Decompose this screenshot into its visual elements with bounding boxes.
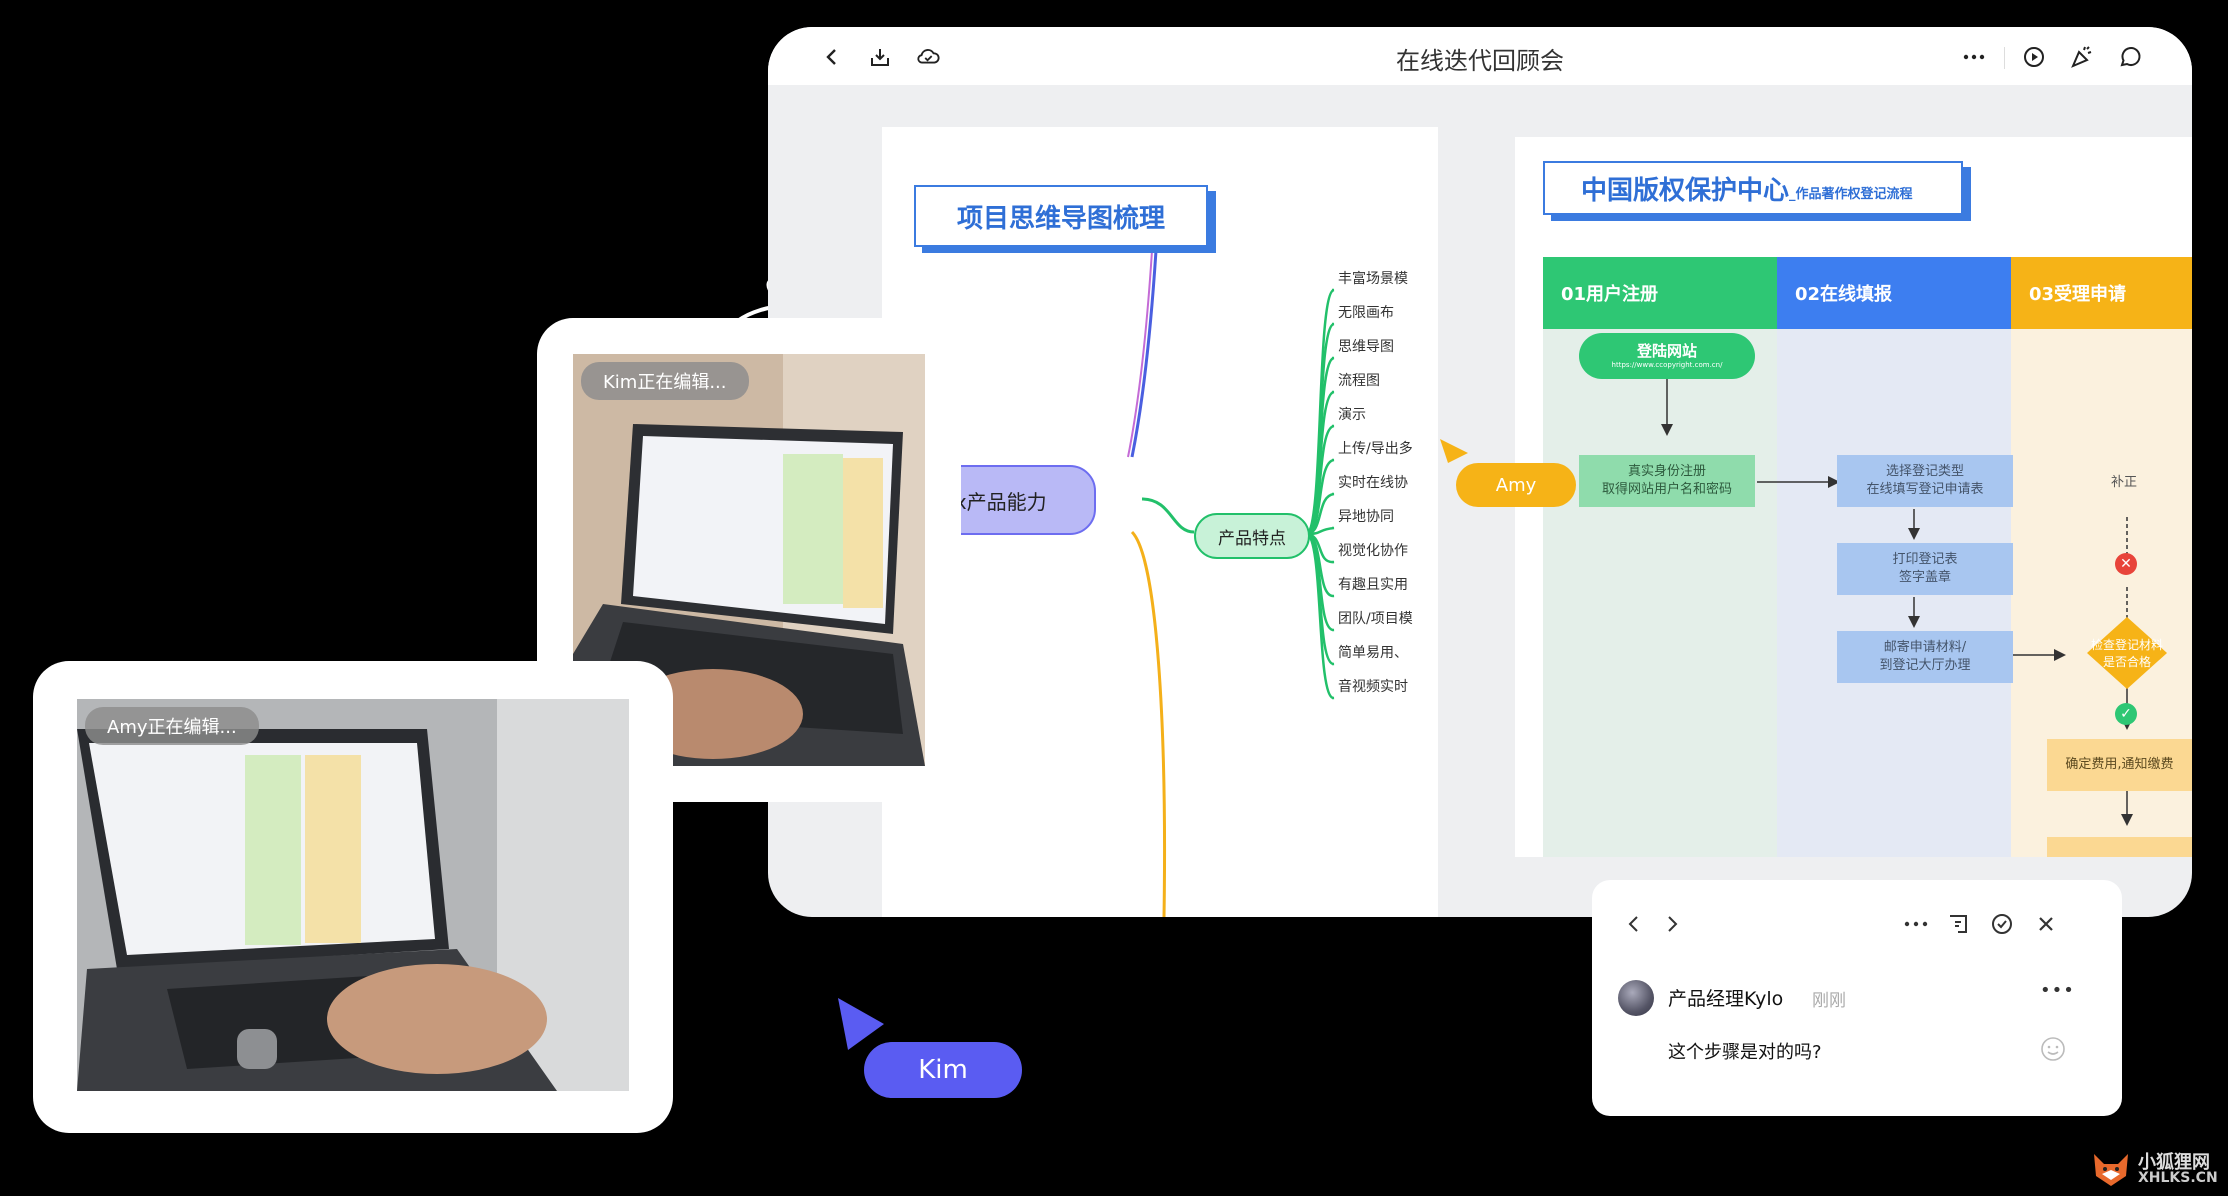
chat-icon[interactable] (2118, 45, 2142, 69)
flow-step-check[interactable]: 检查登记材料 是否合格 (2087, 637, 2167, 673)
flow-text: 是否合格 (2102, 655, 2151, 669)
lane-header-label: 01用户注册 (1561, 284, 1659, 305)
flowchart-subtitle: _作品著作权登记流程 (1789, 186, 1913, 202)
lane-header-online[interactable]: 02在线填报 (1777, 257, 2011, 329)
amy-editing-text: Amy正在编辑... (107, 717, 237, 738)
mindmap-title-text: 项目思维导图梳理 (956, 203, 1165, 234)
mindmap-branch-item[interactable]: 演示 (1338, 407, 1366, 423)
flow-text: 取得网站用户名和密码 (1601, 482, 1732, 497)
prev-comment-icon[interactable] (1620, 910, 1648, 938)
amy-editing-badge: Amy正在编辑... (85, 707, 259, 745)
fox-logo-icon (2090, 1148, 2132, 1190)
collab-app-window: 在线迭代回顾会 项目思维导图梳理 Mix产品能力 产品特点 (768, 27, 2192, 917)
flowchart-title[interactable]: 中国版权保护中心 _作品著作权登记流程 (1543, 161, 1963, 215)
flow-text: 打印登记表 (1892, 552, 1958, 567)
mindmap-branch-item[interactable]: 思维导图 (1338, 339, 1394, 355)
mindmap-center-node[interactable]: 产品特点 (1194, 513, 1310, 559)
mindmap-branch-item[interactable]: 流程图 (1338, 373, 1380, 389)
mindmap-branch-item[interactable]: 异地协同 (1338, 509, 1394, 525)
flowchart-title-text: 中国版权保护中心 (1581, 175, 1790, 206)
flow-step-fee[interactable]: 确定费用,通知缴费 (2047, 739, 2192, 791)
more-icon[interactable] (1962, 45, 1986, 69)
amy-cursor-label: Amy (1456, 463, 1576, 507)
laptop-illustration (77, 699, 629, 1091)
flow-step-login[interactable]: 登陆网站 https://www.ccopyright.com.cn/ (1579, 333, 1755, 379)
play-icon[interactable] (2022, 45, 2046, 69)
mindmap-root-node[interactable]: Mix产品能力 (932, 465, 1096, 535)
lane-header-label: 03受理申请 (2029, 284, 2127, 305)
kim-editing-badge: Kim正在编辑... (581, 362, 749, 400)
flowchart-board[interactable]: 中国版权保护中心 _作品著作权登记流程 01用户注册 02在线填报 03受理申请 (1515, 137, 2192, 857)
mindmap-branch-item[interactable]: 实时在线协 (1338, 475, 1408, 491)
comment-author[interactable]: 产品经理Kylo (1668, 988, 1784, 1010)
mindmap-connectors (1127, 216, 1335, 917)
flow-text: 真实身份注册 (1627, 464, 1706, 479)
celebrate-icon[interactable] (2070, 45, 2094, 69)
flow-step-print[interactable]: 打印登记表 签字盖章 (1837, 543, 2013, 595)
avatar[interactable] (1618, 980, 1654, 1016)
mindmap-title[interactable]: 项目思维导图梳理 (914, 185, 1208, 247)
flow-step-mail[interactable]: 邮寄申请材料/ 到登记大厅办理 (1837, 631, 2013, 683)
comment-text: 这个步骤是对的吗? (1668, 1042, 1822, 1063)
mindmap-branch-item[interactable]: 有趣且实用 (1338, 577, 1408, 593)
toolbar-divider (2004, 47, 2005, 69)
mindmap-board[interactable]: 项目思维导图梳理 Mix产品能力 产品特点 丰富场景模无限画布思维导图流程图演示… (882, 127, 1438, 917)
flow-text: 在线填写登记申请表 (1866, 482, 1984, 497)
close-icon[interactable] (2032, 910, 2060, 938)
lane-header-register[interactable]: 01用户注册 (1543, 257, 1777, 329)
kim-cursor-label: Kim (864, 1042, 1022, 1098)
mindmap-branch-connector (1305, 458, 1335, 536)
flow-text: 签字盖章 (1898, 570, 1951, 585)
amy-cursor-icon (1440, 439, 1468, 463)
top-toolbar: 在线迭代回顾会 (768, 27, 2192, 85)
amy-laptop-photo: Amy正在编辑... (77, 699, 629, 1091)
watermark-line1: 小狐狸网 (2138, 1152, 2210, 1173)
kim-editing-text: Kim正在编辑... (603, 372, 727, 393)
comment-options-button[interactable]: ••• (2040, 980, 2075, 1001)
flow-text: 选择登记类型 (1885, 464, 1964, 479)
back-icon[interactable] (820, 45, 844, 69)
download-icon[interactable] (868, 45, 892, 69)
mindmap-branch-item[interactable]: 上传/导出多 (1338, 441, 1413, 457)
comment-panel: 产品经理Kylo 刚刚 ••• 这个步骤是对的吗? (1592, 880, 2122, 1116)
emoji-reaction-icon[interactable] (2040, 1036, 2066, 1062)
mindmap-branch-item[interactable]: 团队/项目模 (1338, 611, 1413, 627)
amy-photo-card: Amy正在编辑... (33, 661, 673, 1133)
next-comment-icon[interactable] (1658, 910, 1686, 938)
lane-header-accept[interactable]: 03受理申请 (2011, 257, 2192, 329)
locate-icon[interactable] (1944, 910, 1972, 938)
site-watermark: 小狐狸网 XHLKS.CN (2090, 1148, 2220, 1192)
mindmap-branch-item[interactable]: 无限画布 (1338, 305, 1394, 321)
comment-more-icon[interactable] (1902, 910, 1930, 938)
cloud-icon[interactable] (916, 45, 940, 69)
mindmap-branch-item[interactable]: 简单易用、 (1338, 645, 1408, 661)
mindmap-branch-item[interactable]: 视觉化协作 (1338, 543, 1408, 559)
watermark-line2: XHLKS.CN (2138, 1170, 2218, 1186)
mindmap-branch-item[interactable]: 音视频实时 (1338, 679, 1408, 695)
amy-cursor-name: Amy (1495, 474, 1537, 496)
flow-supplement-label: 补正 (2111, 475, 2138, 490)
kim-cursor-name: Kim (918, 1055, 968, 1085)
reject-icon: ✕ (2115, 553, 2137, 575)
kim-cursor-icon (838, 998, 884, 1050)
lane-header-label: 02在线填报 (1795, 284, 1893, 305)
flow-step-select[interactable]: 选择登记类型 在线填写登记申请表 (1837, 455, 2013, 507)
comment-time: 刚刚 (1812, 991, 1846, 1011)
flow-step-next[interactable] (2047, 837, 2192, 857)
flow-step-login-label: 登陆网站 (1636, 342, 1697, 360)
mindmap-branch-connector (1305, 532, 1335, 700)
flow-text: 到登记大厅办理 (1879, 658, 1971, 673)
flow-text: 邮寄申请材料/ (1883, 640, 1967, 655)
flow-text: 检查登记材料 (2090, 638, 2163, 652)
flow-step-register[interactable]: 真实身份注册 取得网站用户名和密码 (1579, 455, 1755, 507)
flow-text: 确定费用,通知缴费 (2065, 757, 2174, 772)
mindmap-center-text: 产品特点 (1218, 528, 1286, 549)
mindmap-branch-item[interactable]: 丰富场景模 (1338, 271, 1408, 287)
approve-icon: ✓ (2115, 703, 2137, 725)
resolve-check-icon[interactable] (1988, 910, 2016, 938)
flow-step-login-url: https://www.ccopyright.com.cn/ (1611, 361, 1723, 369)
